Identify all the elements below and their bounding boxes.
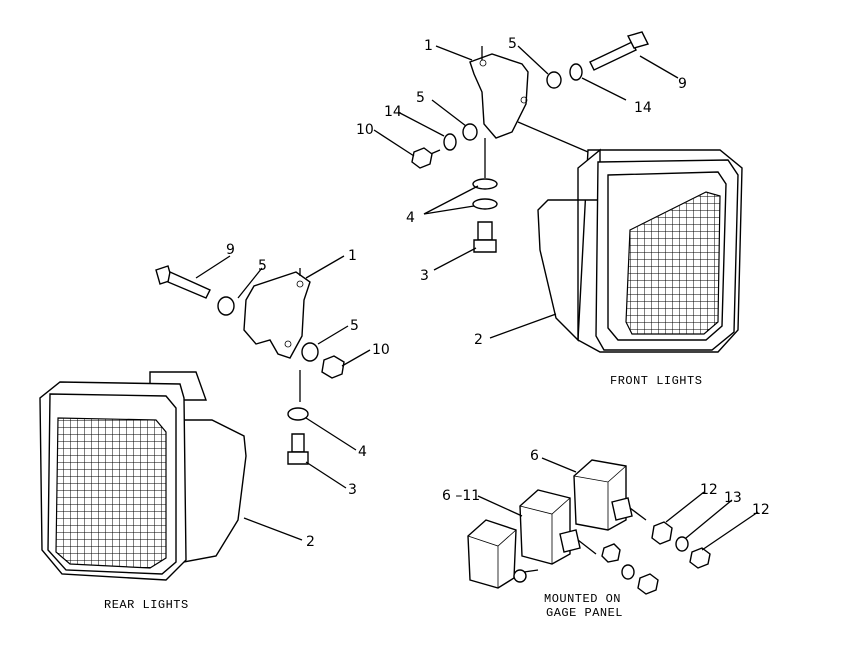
callout-numbers: 1 5 9 14 5 14 10 4 3 2 9 5 1 5 10 4 3 2 …	[226, 36, 770, 550]
front-bracket	[469, 53, 529, 139]
rear-flat-washer-4	[287, 407, 309, 421]
front-bolt-9	[589, 31, 650, 71]
front-nut-10	[411, 147, 433, 169]
callout-switch-6: 6	[530, 448, 539, 464]
front-work-light	[537, 148, 743, 353]
callout-front-5: 5	[508, 36, 517, 52]
front-light-assembly	[411, 31, 743, 353]
callout-front-3: 3	[420, 268, 429, 284]
caption-rear-lights: REAR LIGHTS	[104, 598, 189, 612]
rear-bracket-hole	[284, 340, 292, 348]
caption-front-lights: FRONT LIGHTS	[610, 374, 702, 388]
front-lockwasher-14	[569, 63, 583, 81]
switch-upper	[573, 459, 647, 531]
front-washer-5	[546, 71, 562, 89]
captions: FRONT LIGHTS REAR LIGHTS MOUNTED ON GAGE…	[104, 374, 702, 620]
rear-capscrew-3	[287, 433, 309, 465]
caption-mounted-on: MOUNTED ON	[544, 592, 621, 606]
rear-work-light	[39, 371, 247, 581]
switch-lockwasher-13	[675, 536, 689, 552]
rear-nut-10	[321, 355, 345, 379]
callout-rear-2: 2	[306, 534, 315, 550]
rear-washer-5	[217, 296, 235, 316]
front-capscrew-3	[473, 221, 497, 253]
callout-front-2: 2	[474, 332, 483, 348]
callout-front-9: 9	[678, 76, 687, 92]
callout-switch-12: 12	[700, 482, 718, 498]
callout-rear-9: 9	[226, 242, 235, 258]
callout-front-14: 14	[634, 100, 652, 116]
rear-bolt-9	[155, 265, 211, 299]
rear-bracket-hole	[296, 280, 304, 288]
switch-hex-nut-12	[689, 547, 711, 569]
front-lockwasher-14	[443, 133, 457, 151]
switch-hex-nut-12	[651, 521, 673, 545]
caption-gage-panel: GAGE PANEL	[546, 606, 623, 620]
callout-front-14: 14	[384, 104, 402, 120]
front-bracket-hole	[479, 59, 487, 67]
callout-switch-6-11: 6 –11	[442, 488, 480, 504]
callout-front-1: 1	[424, 38, 433, 54]
rear-washer-5	[301, 342, 319, 362]
callout-rear-5: 5	[258, 258, 267, 274]
callout-switch-12: 12	[752, 502, 770, 518]
rear-bracket	[243, 271, 311, 359]
rear-light-assembly	[39, 265, 345, 581]
callout-rear-1: 1	[348, 248, 357, 264]
switch-middle	[519, 489, 597, 565]
front-bracket-hole	[520, 96, 528, 104]
callout-rear-4: 4	[358, 444, 367, 460]
front-washer-5	[462, 123, 478, 141]
switch-assembly	[467, 459, 711, 595]
switch-lockwasher-13	[621, 564, 635, 580]
callout-rear-3: 3	[348, 482, 357, 498]
front-flat-washer-4	[472, 198, 498, 210]
callout-front-5: 5	[416, 90, 425, 106]
callout-front-4: 4	[406, 210, 415, 226]
callout-switch-13: 13	[724, 490, 742, 506]
leader-lines	[195, 45, 759, 551]
switch-hex-nut-12	[637, 573, 659, 595]
switch-hex-nut-12	[601, 543, 621, 563]
front-flat-washer-4	[472, 178, 498, 190]
callout-rear-5: 5	[350, 318, 359, 334]
callout-front-10: 10	[356, 122, 374, 138]
callout-rear-10: 10	[372, 342, 390, 358]
switch-lower	[467, 519, 539, 589]
